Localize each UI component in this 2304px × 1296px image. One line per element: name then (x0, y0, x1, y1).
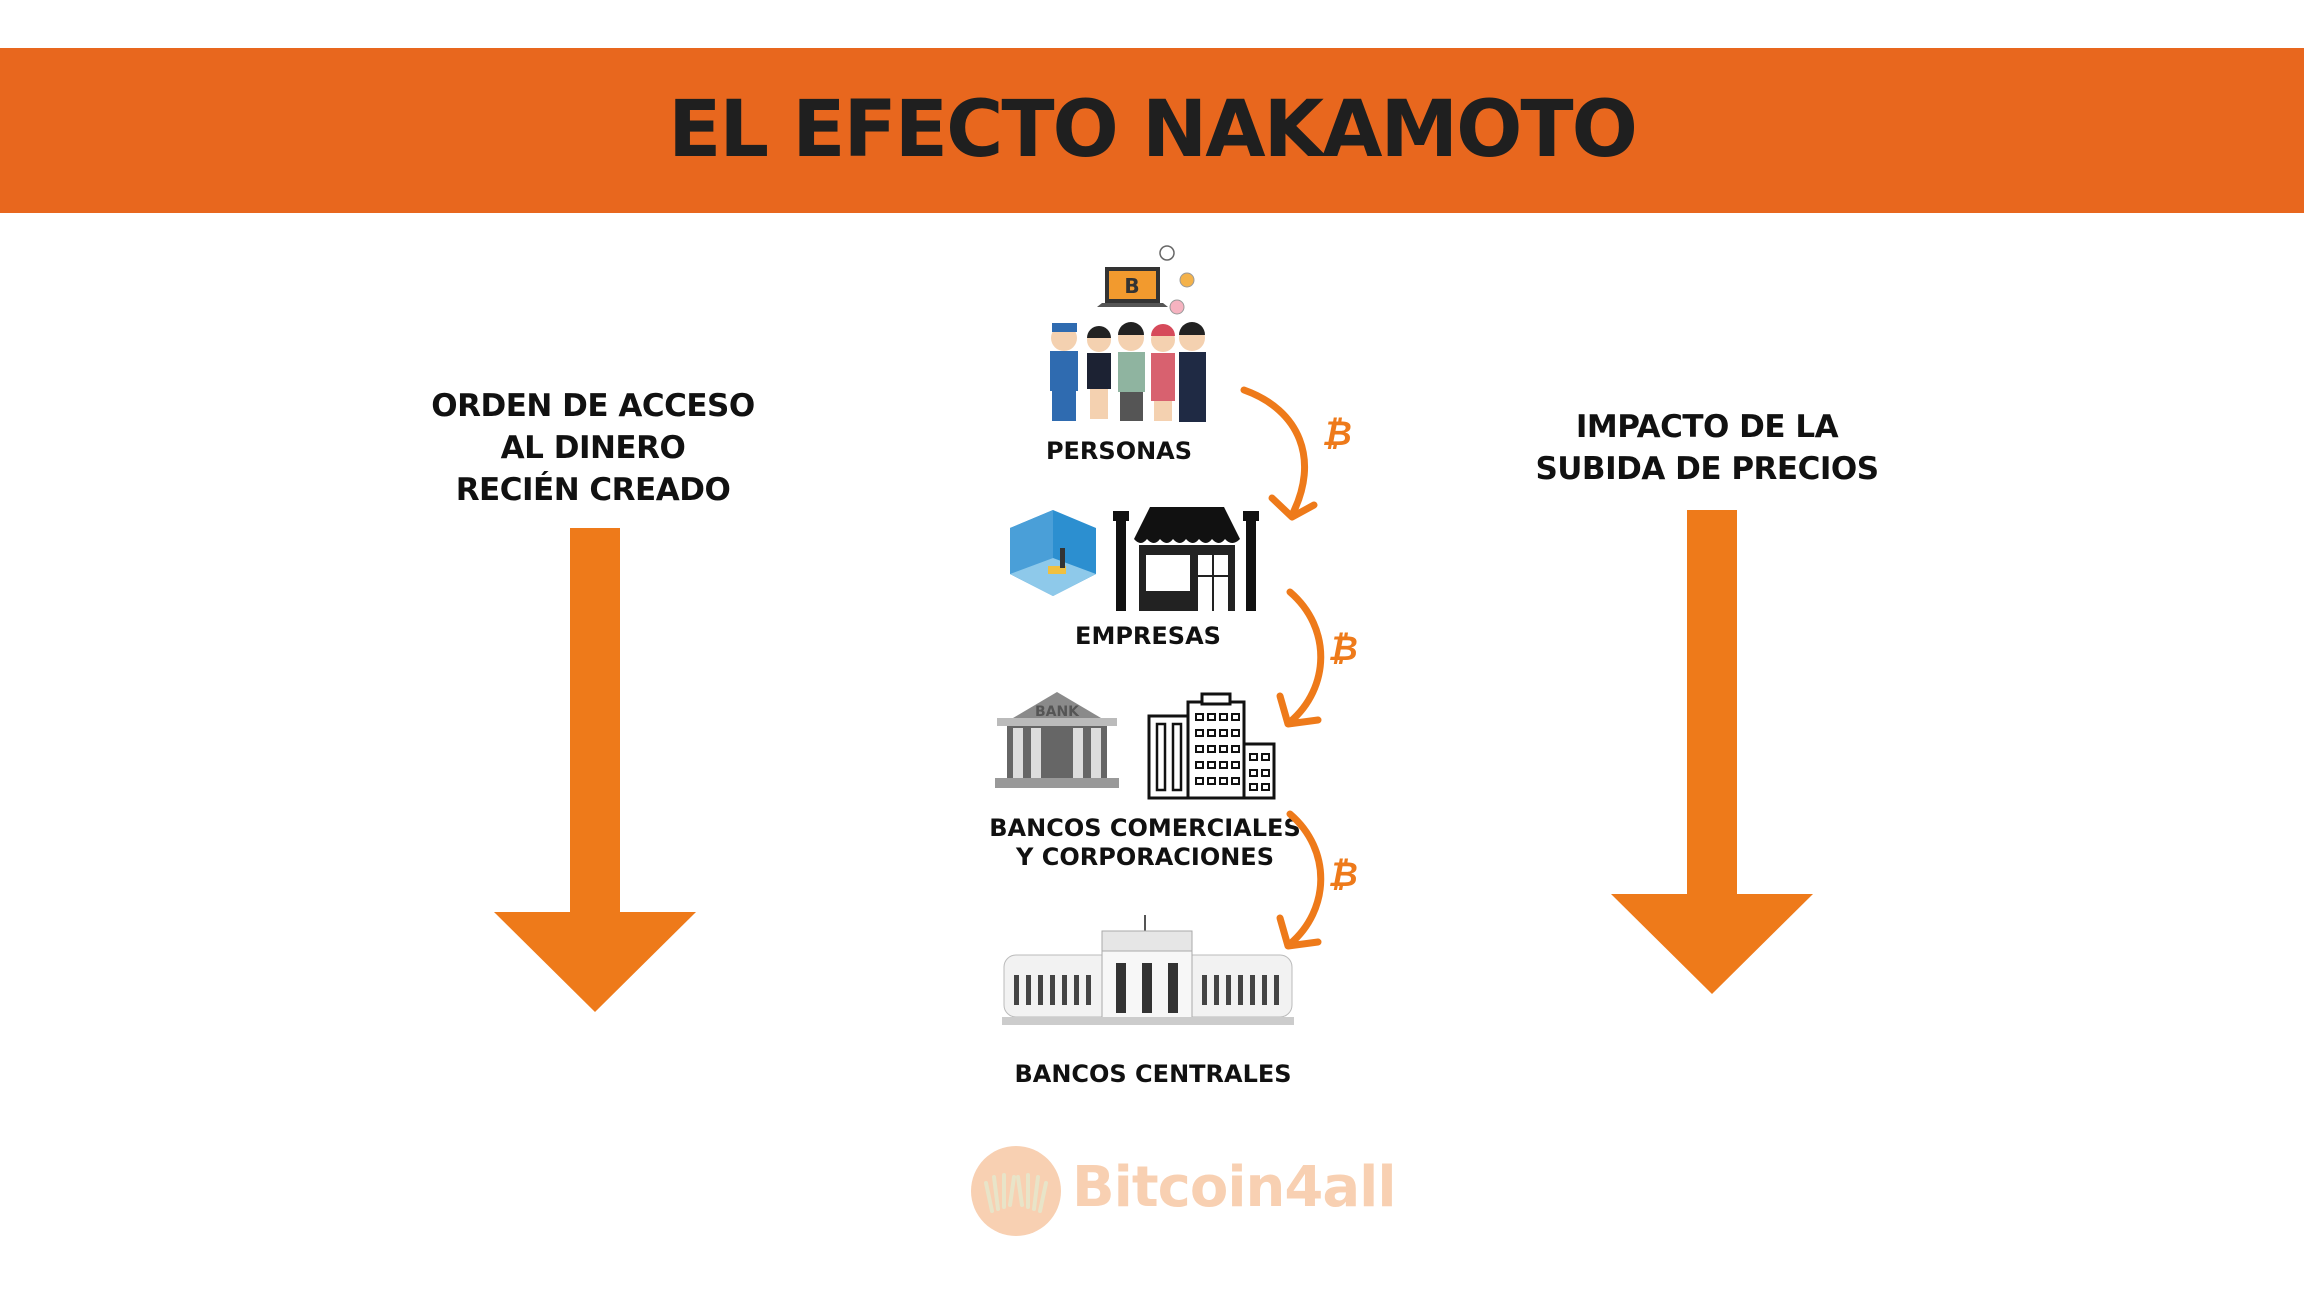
level-label-personas: PERSONAS (1045, 437, 1193, 465)
bitcoin-laptop-icon: B (1097, 245, 1195, 315)
left-caption-line: AL DINERO (500, 430, 686, 466)
people-icon (1050, 322, 1206, 422)
storefront-icon (1113, 507, 1259, 611)
page-title: EL EFECTO NAKAMOTO (668, 85, 1638, 175)
curved-arrow-icon: ₿ (1276, 810, 1358, 950)
level-label-line: BANCOS COMERCIALES (989, 814, 1301, 842)
header-banner (0, 48, 2304, 213)
logo-text: Bitcoin4all (1072, 1155, 1397, 1220)
bitcoin-symbol: ₿ (1328, 629, 1358, 669)
right-caption-line: SUBIDA DE PRECIOS (1535, 451, 1879, 487)
level-label-bancos-centrales: BANCOS CENTRALES (1014, 1060, 1292, 1088)
bank-sign: BANK (1035, 704, 1080, 720)
right-caption-line: IMPACTO DE LA (1575, 409, 1839, 445)
laptop-symbol: B (1124, 274, 1139, 298)
office-buildings-icon (1147, 692, 1276, 800)
curved-arrow-icon: ₿ (1240, 386, 1352, 521)
down-arrow-icon (1611, 510, 1813, 994)
level-label-bancos-comerciales: BANCOS COMERCIALES Y CORPORACIONES (989, 814, 1300, 872)
office-icon (1010, 510, 1096, 596)
left-caption: ORDEN DE ACCESO AL DINERO RECIÉN CREADO (393, 385, 793, 511)
central-bank-building-icon (1002, 915, 1294, 1025)
right-caption: IMPACTO DE LA SUBIDA DE PRECIOS (1507, 406, 1907, 490)
curved-arrow-icon: ₿ (1276, 588, 1358, 728)
bitcoin-symbol: ₿ (1322, 414, 1352, 454)
logo-hands-icon (971, 1146, 1061, 1236)
left-caption-line: RECIÉN CREADO (455, 472, 731, 508)
bank-icon: BANK (995, 692, 1119, 788)
left-caption-line: ORDEN DE ACCESO (431, 388, 755, 424)
down-arrow-icon (494, 528, 696, 1012)
level-label-line: Y CORPORACIONES (1015, 843, 1274, 871)
bitcoin-symbol: ₿ (1328, 855, 1358, 895)
level-label-empresas: EMPRESAS (1075, 622, 1221, 650)
